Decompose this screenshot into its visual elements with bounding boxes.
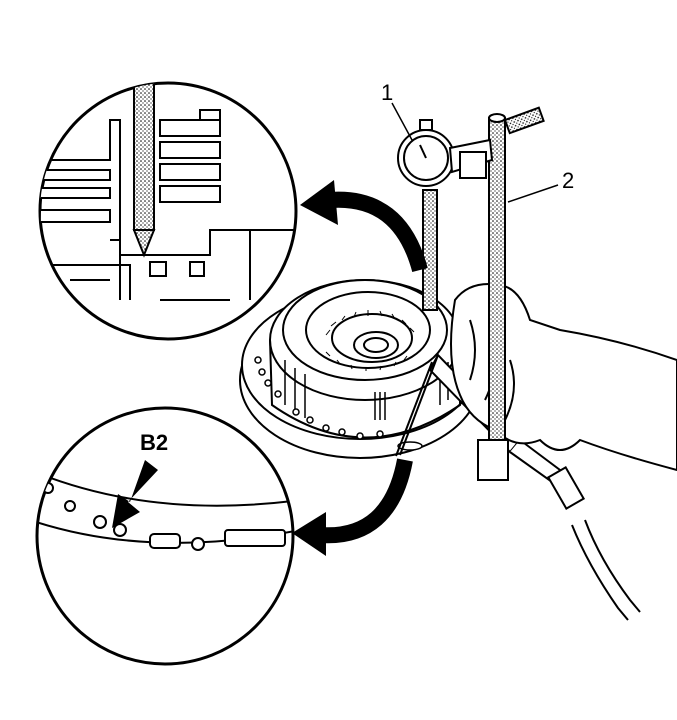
- detail-arrow-bottom: [292, 458, 413, 556]
- callout-1-label: 1: [381, 80, 393, 105]
- clutch-assembly: [239, 279, 481, 459]
- b2-label: B2: [140, 430, 168, 455]
- dial-indicator: [397, 119, 494, 311]
- callout-leader-1: [391, 102, 413, 141]
- detail-view-top: [38, 81, 298, 341]
- magnetic-stand: [477, 106, 545, 481]
- detail-arrow-top: [300, 180, 428, 273]
- detail-view-bottom: [35, 406, 295, 666]
- flange-holes: [254, 356, 423, 451]
- b2-pointer-arrow: [112, 460, 158, 528]
- callout-leader-2: [507, 184, 559, 203]
- drum-splines: [325, 310, 415, 371]
- callout-2-label: 2: [562, 168, 574, 193]
